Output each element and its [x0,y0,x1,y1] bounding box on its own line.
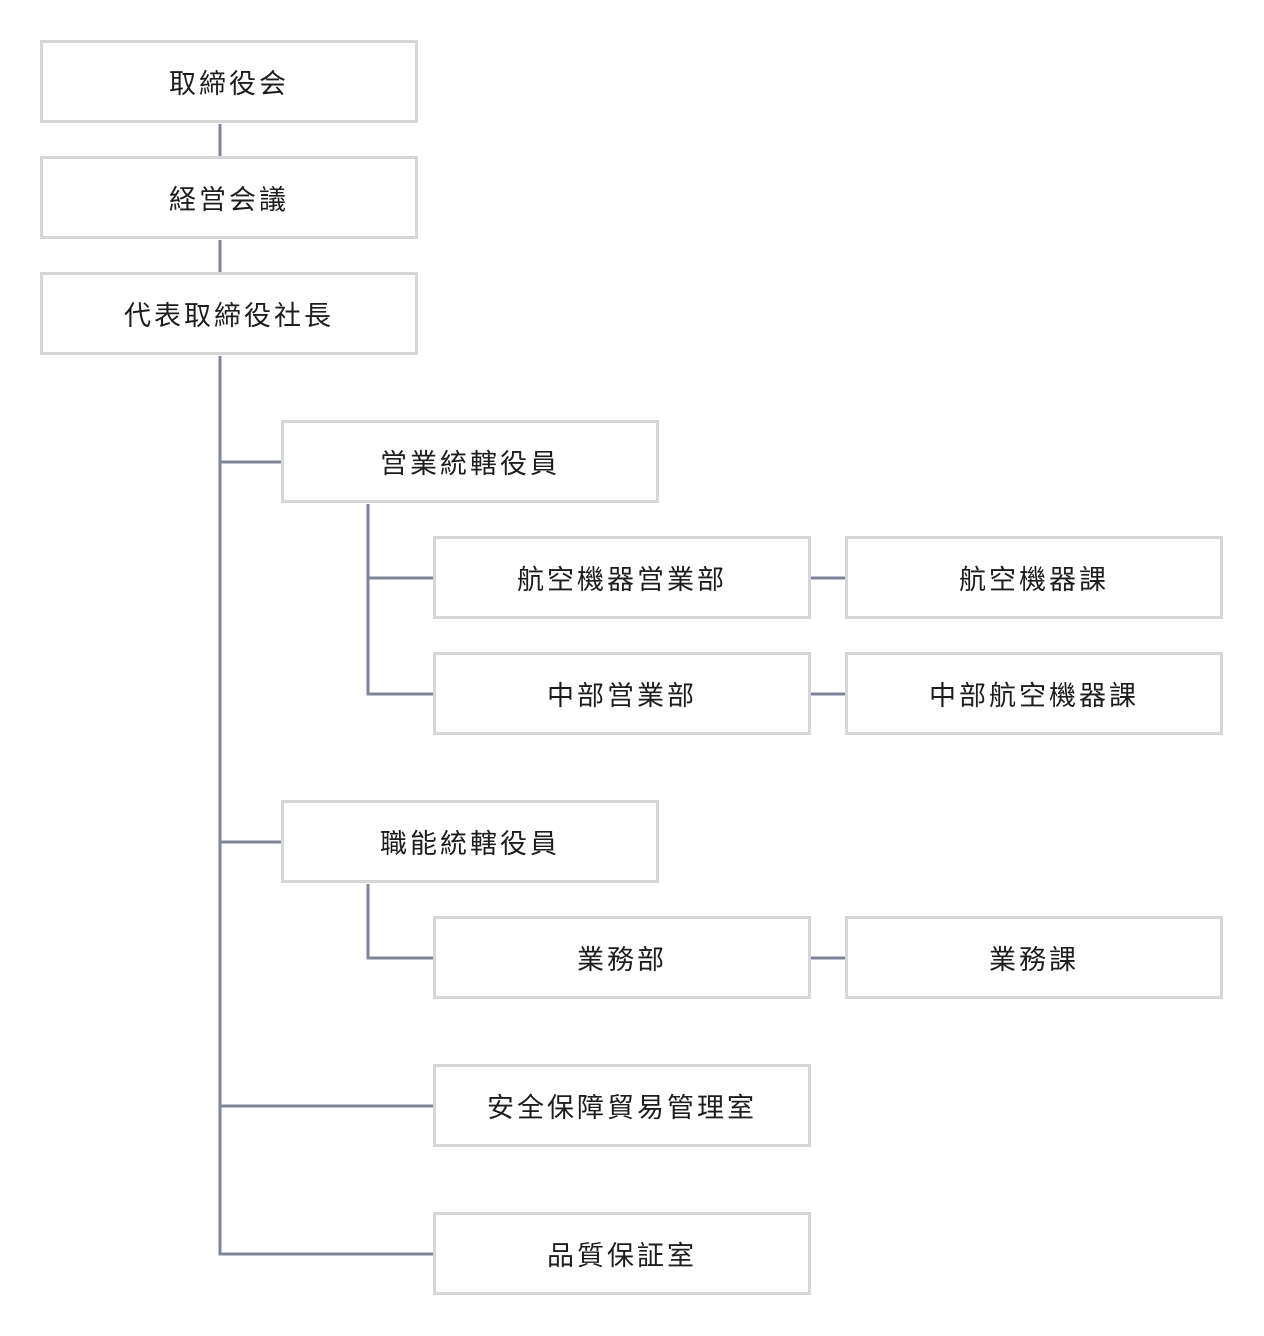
node-board: 取締役会 [40,40,418,123]
node-chubu-aviation-section-label: 中部航空機器課 [929,681,1139,712]
node-aviation-sales-dept-label: 航空機器営業部 [517,565,727,596]
node-chubu-sales-dept-label: 中部営業部 [547,681,697,712]
node-function-officer-label: 職能統轄役員 [380,829,560,860]
node-security-trade-office: 安全保障貿易管理室 [433,1064,811,1147]
node-business-section: 業務課 [845,916,1223,999]
node-security-trade-office-label: 安全保障貿易管理室 [487,1093,757,1124]
node-business-dept-label: 業務部 [577,945,667,976]
node-sales-officer: 営業統轄役員 [281,420,659,503]
node-board-label: 取締役会 [169,69,289,100]
node-aviation-section: 航空機器課 [845,536,1223,619]
node-quality-assurance-office-label: 品質保証室 [547,1241,697,1272]
node-business-section-label: 業務課 [989,945,1079,976]
node-president: 代表取締役社長 [40,272,418,355]
node-management-meeting-label: 経営会議 [169,185,289,216]
node-aviation-section-label: 航空機器課 [959,565,1109,596]
node-aviation-sales-dept: 航空機器営業部 [433,536,811,619]
node-chubu-aviation-section: 中部航空機器課 [845,652,1223,735]
node-business-dept: 業務部 [433,916,811,999]
node-chubu-sales-dept: 中部営業部 [433,652,811,735]
node-president-label: 代表取締役社長 [124,301,334,332]
node-management-meeting: 経営会議 [40,156,418,239]
node-sales-officer-label: 営業統轄役員 [380,449,560,480]
node-quality-assurance-office: 品質保証室 [433,1212,811,1295]
node-function-officer: 職能統轄役員 [281,800,659,883]
